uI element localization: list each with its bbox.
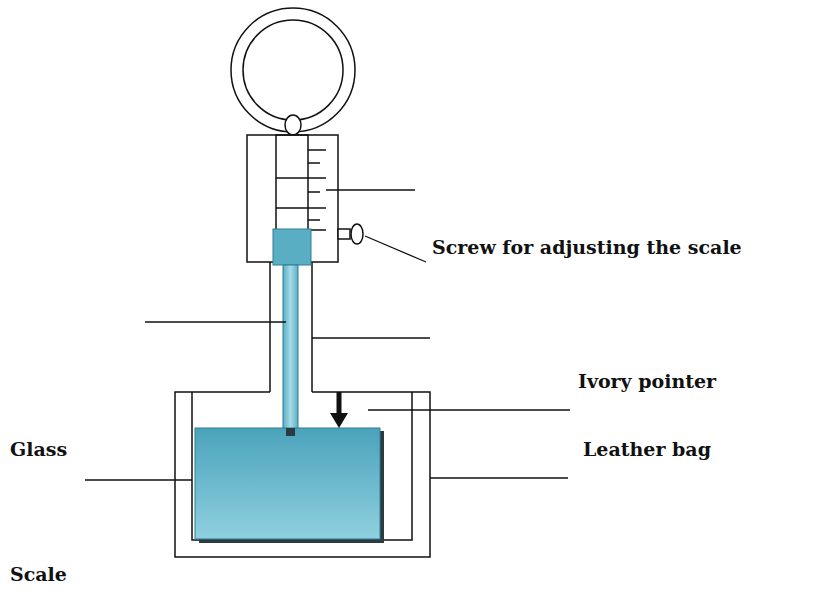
glass-tube (283, 265, 298, 435)
cistern-outer (175, 392, 430, 557)
leader-line (365, 236, 426, 262)
part-label: Scale (10, 563, 67, 586)
leader-line (326, 189, 415, 190)
leader-line (85, 479, 192, 480)
part-label: Glass (10, 438, 67, 461)
leader-line (430, 477, 568, 478)
ivory-pointer (337, 392, 342, 414)
casing-left (269, 262, 271, 392)
screw-head (351, 224, 363, 244)
vernier (273, 229, 311, 265)
leader-line (145, 321, 286, 322)
tube-end (286, 428, 295, 436)
ring-clip (285, 115, 301, 135)
leader-line (368, 409, 570, 410)
part-label: Screw for adjusting the scale (432, 236, 742, 259)
screw-stem (338, 229, 350, 239)
part-label: Leather bag (583, 438, 711, 461)
casing-right (311, 262, 313, 392)
mercury-reservoir (195, 428, 380, 539)
ring-inner (243, 20, 343, 120)
scale-ticks (276, 150, 326, 230)
part-label: Ivory pointer (578, 370, 716, 393)
ring-outer (231, 8, 355, 132)
cistern-inner (192, 392, 412, 540)
pointer-tip (330, 413, 348, 428)
leader-line (312, 337, 430, 338)
